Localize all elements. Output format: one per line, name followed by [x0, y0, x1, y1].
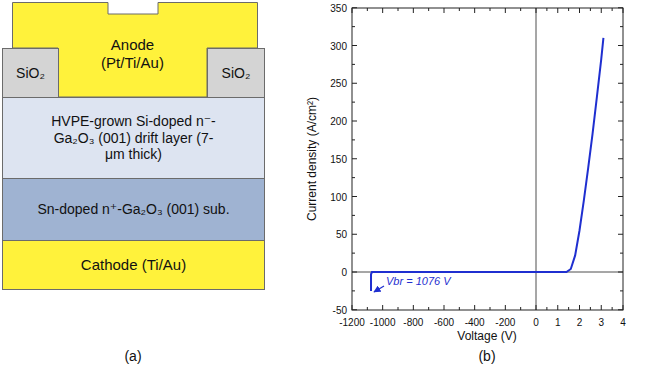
layer-label: HVPE-grown Si-doped n⁻-Ga₂O₃ (001) drift… [48, 113, 220, 163]
layer-label: SiO₂ [16, 65, 45, 82]
axis-title: Voltage (V) [457, 330, 516, 343]
tick-label: 3 [598, 317, 604, 328]
layer-label: Anode (Pt/Ti/Au) [83, 36, 183, 72]
axis-ticks [352, 8, 623, 310]
layer-label: Sn-doped n⁺-Ga₂O₃ (001) sub. [37, 201, 229, 218]
tick-label: -600 [434, 317, 454, 328]
axis-title: Current density (A/cm²) [306, 97, 319, 221]
tick-label: 0 [533, 317, 539, 328]
tick-label: -200 [495, 317, 515, 328]
iv-curve [371, 38, 603, 291]
tick-label: -50 [333, 304, 347, 315]
tick-label: -400 [465, 317, 485, 328]
tick-label: 150 [330, 153, 347, 164]
tick-label: 250 [330, 78, 347, 89]
tick-label: -1200 [339, 317, 365, 328]
tick-label: 50 [336, 229, 347, 240]
leader-arrow [374, 286, 384, 292]
plot-frame [352, 8, 623, 310]
zero-line [536, 8, 537, 310]
panel-label: (a) [124, 349, 141, 364]
panel-label: (b) [478, 349, 495, 364]
tick-label: 1 [555, 317, 561, 328]
tick-label: 2 [577, 317, 583, 328]
tick-label: 300 [330, 40, 347, 51]
tick-label: 4 [620, 317, 626, 328]
oxide-layer: SiO₂ [2, 48, 59, 98]
tick-label: -800 [403, 317, 423, 328]
tick-label: -1000 [370, 317, 396, 328]
layer-label: SiO₂ [222, 65, 251, 82]
text-holder: Anode (Pt/Ti/Au) [58, 36, 207, 72]
layer-label: Cathode (Ti/Au) [81, 256, 186, 274]
substrate-layer: Sn-doped n⁺-Ga₂O₃ (001) sub. [2, 178, 265, 241]
tick-label: 100 [330, 191, 347, 202]
tick-label: 0 [341, 267, 347, 278]
tick-label: 350 [330, 2, 347, 13]
tick-label: 200 [330, 116, 347, 127]
annotation: Vbr = 1076 V [386, 275, 451, 287]
cathode-metal: Cathode (Ti/Au) [2, 240, 265, 290]
drift-layer: HVPE-grown Si-doped n⁻-Ga₂O₃ (001) drift… [2, 97, 265, 179]
oxide-layer: SiO₂ [207, 48, 265, 98]
